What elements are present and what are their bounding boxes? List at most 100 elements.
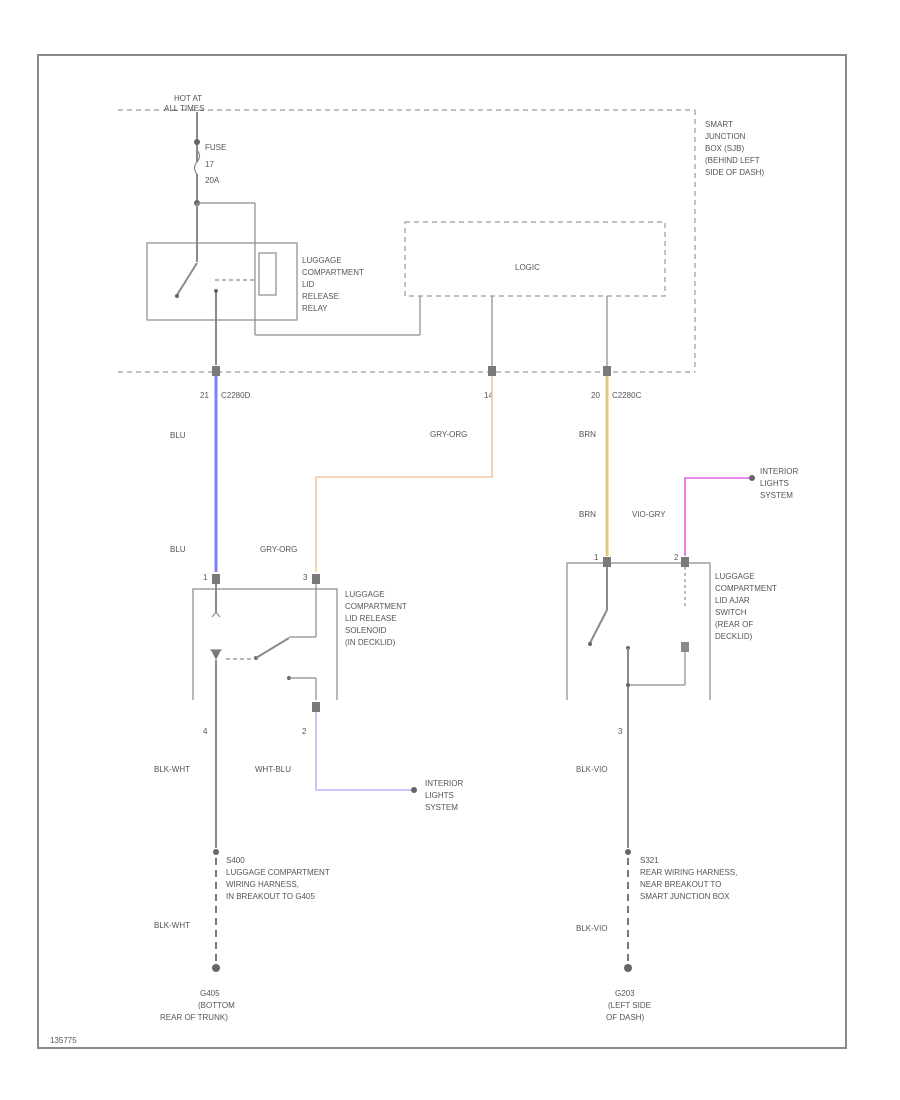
- switch-blade: [589, 609, 608, 644]
- connector-pin: [488, 366, 496, 376]
- wire-label: GRY-ORG: [430, 430, 467, 439]
- pin-label: 2: [302, 727, 307, 736]
- fuse-icon: [193, 149, 201, 175]
- ground-point: [212, 964, 220, 972]
- power-feed: HOT AT ALL TIMES FUSE 17 20A: [164, 94, 256, 255]
- wire-label: BLK-WHT: [154, 765, 190, 774]
- wire-label: BLK-VIO: [576, 765, 608, 774]
- wire-label: BRN: [579, 510, 596, 519]
- connector-label: C2280D: [221, 391, 251, 400]
- fuse-dot: [194, 139, 200, 145]
- hot-label: HOT AT: [174, 94, 202, 103]
- interior-label: INTERIOR: [760, 467, 798, 476]
- logic-module: LOGIC: [404, 221, 666, 367]
- connector-pin: [603, 557, 611, 567]
- ground-label: (BOTTOM: [198, 1001, 235, 1010]
- splice-label: WIRING HARNESS,: [226, 880, 299, 889]
- splice-label: SMART JUNCTION BOX: [640, 892, 730, 901]
- connector-pin: [212, 366, 220, 376]
- fuse-label: 17: [205, 160, 214, 169]
- pin-label: 3: [303, 573, 308, 582]
- wht-blu-wire: WHT-BLU INTERIOR LIGHTS SYSTEM: [255, 712, 463, 812]
- relay-label: RELAY: [302, 304, 328, 313]
- wire-label: VIO-GRY: [632, 510, 666, 519]
- pin-label: 4: [203, 727, 208, 736]
- left-ground-circuit: BLK-WHT BLK-WHT S400 LUGGAGE COMPARTMENT…: [154, 728, 330, 1022]
- switch-label: LUGGAGE: [715, 572, 755, 581]
- pin-label: 1: [594, 553, 599, 562]
- ground-label: (LEFT SIDE: [608, 1001, 651, 1010]
- solenoid-label: LID RELEASE: [345, 614, 397, 623]
- relay-box: [146, 242, 298, 321]
- connector-pin: [603, 366, 611, 376]
- solenoid-coil-top: [211, 611, 221, 618]
- interior-label: LIGHTS: [760, 479, 789, 488]
- logic-box: [404, 221, 666, 297]
- relay: LUGGAGE COMPARTMENT LID RELEASE RELAY: [146, 203, 421, 365]
- wire-label: BLU: [170, 545, 186, 554]
- svg-text:(BEHIND LEFT: (BEHIND LEFT: [705, 156, 760, 165]
- brn-wire: BRN BRN: [579, 376, 609, 556]
- connector-label: C2280C: [612, 391, 642, 400]
- lid-release-solenoid: 1 3 4 2 LUGGAGE COMPARTMENT LID RELEASE …: [192, 573, 407, 736]
- interior-label: SYSTEM: [425, 803, 458, 812]
- ground-point: [624, 964, 632, 972]
- logic-label: LOGIC: [515, 263, 540, 272]
- splice-dot: [213, 849, 219, 855]
- relay-label: RELEASE: [302, 292, 339, 301]
- switch-label: SWITCH: [715, 608, 747, 617]
- diagram-border: [37, 54, 847, 1049]
- hot-label: ALL TIMES: [164, 104, 204, 113]
- pin-label: 14: [484, 391, 493, 400]
- switch-label: COMPARTMENT: [715, 584, 777, 593]
- relay-coil: [258, 252, 277, 296]
- solenoid-plunger-tip: [211, 650, 221, 660]
- wire-label: BLK-WHT: [154, 921, 190, 930]
- interior-label: LIGHTS: [425, 791, 454, 800]
- pin-label: 20: [591, 391, 600, 400]
- sjb-boundary: [118, 109, 696, 373]
- pin-label: 3: [618, 727, 623, 736]
- svg-text:SIDE OF DASH): SIDE OF DASH): [705, 168, 764, 177]
- connector-pin: [312, 574, 320, 584]
- pin-label: 1: [203, 573, 208, 582]
- ground-label: REAR OF TRUNK): [160, 1013, 228, 1022]
- sjb-connectors: 21 C2280D 14 20 C2280C: [200, 366, 642, 400]
- lid-ajar-switch: 1 2 3 LUGGAGE COMPARTMENT LID AJAR SWITC…: [566, 553, 777, 736]
- solenoid-switch-blade: [255, 637, 290, 659]
- wire-label: WHT-BLU: [255, 765, 291, 774]
- fuse-label: FUSE: [205, 143, 226, 152]
- pin-label: 21: [200, 391, 209, 400]
- connector-pin: [212, 574, 220, 584]
- connector-pin: [312, 702, 320, 712]
- wire-label: GRY-ORG: [260, 545, 297, 554]
- ground-label: G203: [615, 989, 635, 998]
- relay-label: LUGGAGE: [302, 256, 342, 265]
- gry-org-wire: GRY-ORG GRY-ORG: [260, 376, 493, 572]
- switch-label: DECKLID): [715, 632, 753, 641]
- switch-box: [566, 562, 711, 700]
- blu-wire: BLU BLU: [170, 376, 218, 572]
- splice-dot: [411, 787, 417, 793]
- relay-contact-dot: [175, 294, 179, 298]
- splice-label: S400: [226, 856, 245, 865]
- ground-label: OF DASH): [606, 1013, 645, 1022]
- splice-label: REAR WIRING HARNESS,: [640, 868, 737, 877]
- switch-label: LID AJAR: [715, 596, 750, 605]
- fuse-label: 20A: [205, 176, 220, 185]
- splice-dot: [626, 683, 630, 687]
- splice-label: IN BREAKOUT TO G405: [226, 892, 315, 901]
- relay-contact-blade: [176, 262, 198, 296]
- solenoid-box: [192, 588, 338, 700]
- solenoid-label: SOLENOID: [345, 626, 387, 635]
- solenoid-label: COMPARTMENT: [345, 602, 407, 611]
- relay-label: COMPARTMENT: [302, 268, 364, 277]
- splice-label: LUGGAGE COMPARTMENT: [226, 868, 330, 877]
- interior-label: SYSTEM: [760, 491, 793, 500]
- svg-text:BOX (SJB): BOX (SJB): [705, 144, 744, 153]
- splice-label: S321: [640, 856, 659, 865]
- splice-label: NEAR BREAKOUT TO: [640, 880, 721, 889]
- splice-dot: [749, 475, 755, 481]
- connector-pin: [681, 557, 689, 567]
- solenoid-label: (IN DECKLID): [345, 638, 396, 647]
